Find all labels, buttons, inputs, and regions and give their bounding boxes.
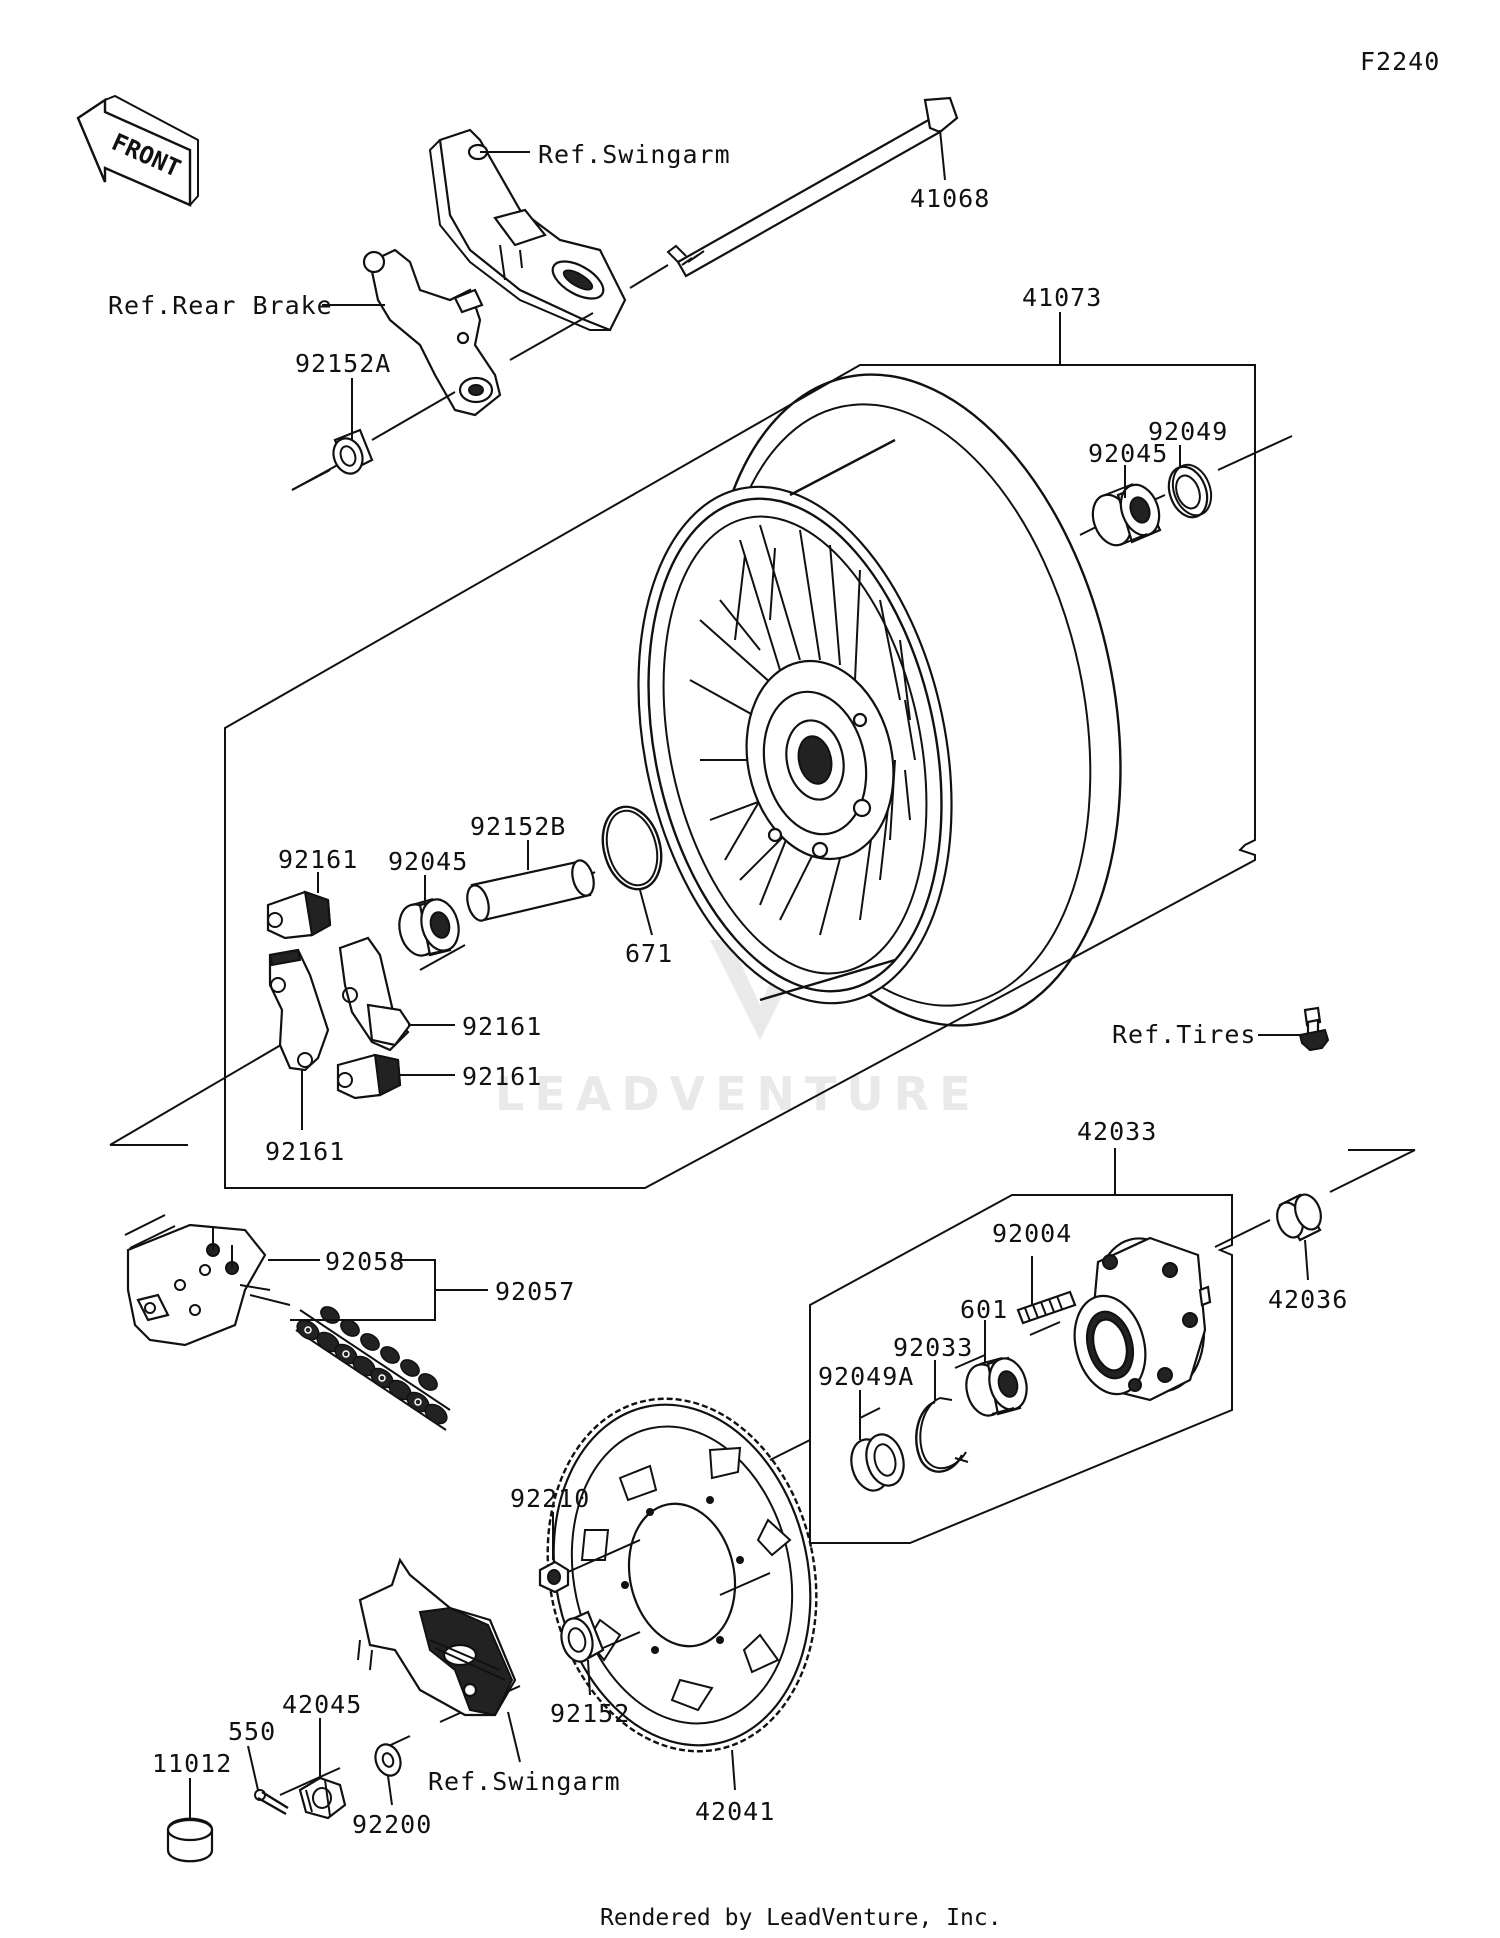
watermark-text: LEADVENTURE bbox=[495, 1067, 981, 1121]
callout-92161-top: 92161 bbox=[278, 845, 358, 874]
leader-550 bbox=[247, 1745, 259, 1791]
bearing-92045-mid bbox=[398, 898, 460, 957]
o-ring-671 bbox=[601, 805, 663, 891]
wheel-assembly-outline bbox=[224, 364, 1256, 1189]
leader-92200 bbox=[387, 1775, 393, 1806]
cotter-pin-550 bbox=[254, 1789, 289, 1816]
damper-92161-a bbox=[266, 890, 332, 940]
leader-671 bbox=[639, 889, 653, 936]
callout-92161-bot: 92161 bbox=[265, 1137, 345, 1166]
callout-42045: 42045 bbox=[282, 1690, 362, 1719]
drive-chain-92057 bbox=[295, 1306, 451, 1431]
leader-42036 bbox=[1304, 1239, 1309, 1281]
ref-tires: Ref.Tires bbox=[1112, 1020, 1256, 1049]
hub-assembly-outline bbox=[809, 1194, 1233, 1544]
callout-92004: 92004 bbox=[992, 1219, 1072, 1248]
callout-41068: 41068 bbox=[910, 184, 990, 213]
callout-42041: 42041 bbox=[695, 1797, 775, 1826]
leader-92152 bbox=[587, 1659, 591, 1696]
diagram-code: F2240 bbox=[1360, 47, 1440, 76]
callout-92058: 92058 bbox=[325, 1247, 405, 1276]
callout-42036: 42036 bbox=[1268, 1285, 1348, 1314]
callout-11012: 11012 bbox=[152, 1749, 232, 1778]
swingarm-bracket-top bbox=[428, 128, 627, 332]
callout-550: 550 bbox=[228, 1717, 276, 1746]
hub-centerline bbox=[769, 1149, 1416, 1461]
nut-92210 bbox=[538, 1560, 570, 1594]
rear-wheel bbox=[637, 373, 1122, 1027]
damper-92161-b bbox=[338, 936, 412, 1052]
stud-92004 bbox=[1016, 1290, 1077, 1325]
callout-92045-top: 92045 bbox=[1088, 439, 1168, 468]
damper-92161-d bbox=[336, 1053, 402, 1100]
caliper-bracket bbox=[362, 248, 502, 417]
sleeve-92152b bbox=[466, 859, 595, 922]
callout-92045-mid: 92045 bbox=[388, 847, 468, 876]
axle-shaft bbox=[629, 96, 959, 289]
collar-42036 bbox=[1276, 1193, 1322, 1242]
washer-92200 bbox=[374, 1743, 402, 1777]
seal-92049 bbox=[1167, 463, 1213, 519]
callout-92161-r1: 92161 bbox=[462, 1012, 542, 1041]
front-arrow-icon: FRONT bbox=[76, 94, 199, 207]
circlip-92033 bbox=[915, 1397, 969, 1473]
callout-42033: 42033 bbox=[1077, 1117, 1157, 1146]
leader-42041 bbox=[731, 1749, 736, 1791]
tire-valve bbox=[1298, 1006, 1330, 1052]
collar-92152 bbox=[560, 1610, 605, 1663]
cap-11012 bbox=[166, 1817, 214, 1863]
callout-92200: 92200 bbox=[352, 1810, 432, 1839]
callout-601: 601 bbox=[960, 1295, 1008, 1324]
callout-92049: 92049 bbox=[1148, 417, 1228, 446]
damper-92161-c bbox=[268, 948, 330, 1072]
footer-credit: Rendered by LeadVenture, Inc. bbox=[600, 1905, 1002, 1931]
ref-rear-brake: Ref.Rear Brake bbox=[108, 291, 333, 320]
leader-41068 bbox=[939, 129, 946, 181]
chain-joint-92058 bbox=[124, 1214, 291, 1347]
callout-92152b: 92152B bbox=[470, 812, 566, 841]
callout-671: 671 bbox=[625, 939, 673, 968]
leader-ref-swingarm-bot bbox=[507, 1711, 521, 1763]
sprocket-hub-42033 bbox=[1073, 1236, 1212, 1402]
callout-41073: 41073 bbox=[1022, 283, 1102, 312]
seal-92049a bbox=[850, 1433, 905, 1492]
swingarm-bracket-lower bbox=[357, 1557, 517, 1717]
wheel-centerline-left bbox=[109, 771, 766, 1146]
callout-92033: 92033 bbox=[893, 1333, 973, 1362]
callout-92152a: 92152A bbox=[295, 349, 391, 378]
collar-92152a bbox=[332, 428, 374, 475]
callout-92057: 92057 bbox=[495, 1277, 575, 1306]
ref-swingarm-bot: Ref.Swingarm bbox=[428, 1767, 621, 1796]
rear-sprocket-42041 bbox=[546, 1397, 818, 1753]
callout-92210: 92210 bbox=[510, 1484, 590, 1513]
bearing-601 bbox=[965, 1356, 1028, 1417]
callout-92152: 92152 bbox=[550, 1699, 630, 1728]
callout-92049a: 92049A bbox=[818, 1362, 914, 1391]
ref-swingarm-top: Ref.Swingarm bbox=[538, 140, 731, 169]
watermark: LEADVENTURE bbox=[495, 940, 981, 1121]
bearing-92045-top bbox=[1091, 483, 1162, 547]
callout-92161-r2: 92161 bbox=[462, 1062, 542, 1091]
